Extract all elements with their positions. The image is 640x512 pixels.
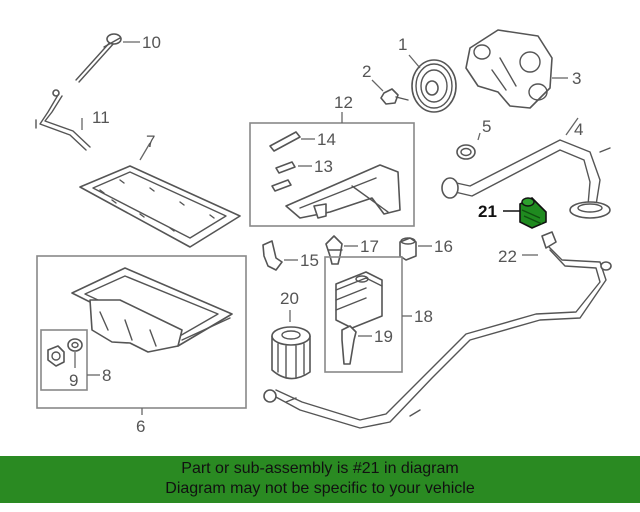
callout-3: 3 [572,69,581,88]
callout-4: 4 [574,120,583,139]
part-21-highlighted[interactable] [519,197,547,229]
callout-16: 16 [434,237,453,256]
callout-12: 12 [334,93,353,112]
oil-separator-box [249,122,415,227]
part-16-plug[interactable] [399,237,417,261]
callout-9: 9 [69,371,78,390]
callout-2: 2 [362,62,371,81]
part-22-harness[interactable] [263,231,612,429]
part-7-gasket[interactable] [79,165,241,248]
part-18-oil-cooler[interactable] [335,271,383,329]
info-banner: Part or sub-assembly is #21 in diagram D… [0,456,640,503]
parts-diagram: 10 11 7 6 9 8 [35,29,612,436]
oil-cooler-box [324,256,403,373]
part-15-sensor[interactable] [262,240,283,271]
part-19-cooler-bolt[interactable] [341,325,357,365]
callout-19: 19 [374,327,393,346]
callout-1: 1 [398,35,407,54]
callout-15: 15 [300,251,319,270]
callout-20: 20 [280,289,299,308]
part-4-pickup-tube[interactable] [441,139,611,219]
part-17-pressure-switch[interactable] [325,235,343,265]
part-8-drain-plug[interactable] [47,345,65,367]
callout-11: 11 [92,108,110,127]
callout-22: 22 [498,247,517,266]
part-3-oil-pump[interactable] [465,29,553,109]
callout-8: 8 [102,366,111,385]
part-2-bolt[interactable] [380,88,409,105]
callout-17: 17 [360,237,379,256]
part-11-dipstick-tube[interactable] [35,89,91,151]
part-14-seal[interactable] [269,131,301,152]
callout-10: 10 [142,33,161,52]
part-9-washer[interactable] [67,338,83,352]
drain-plug-box [40,329,88,391]
part-10-dipstick[interactable] [75,33,122,83]
callout-18: 18 [414,307,433,326]
callout-21: 21 [478,202,497,221]
part-1-pulley[interactable] [411,59,457,113]
part-6-oil-pan[interactable] [71,267,233,353]
part-13-seals[interactable] [271,161,296,192]
callout-7: 7 [146,132,155,151]
part-12-separator[interactable] [285,164,401,219]
part-20-oil-filter[interactable] [271,326,311,380]
banner-line-2: Diagram may not be specific to your vehi… [165,480,475,497]
callout-5: 5 [482,117,491,136]
banner-line-1: Part or sub-assembly is #21 in diagram [181,460,459,477]
callout-6: 6 [136,417,145,436]
callout-13: 13 [314,157,333,176]
part-5-o-ring[interactable] [456,144,476,160]
callout-14: 14 [317,130,336,149]
